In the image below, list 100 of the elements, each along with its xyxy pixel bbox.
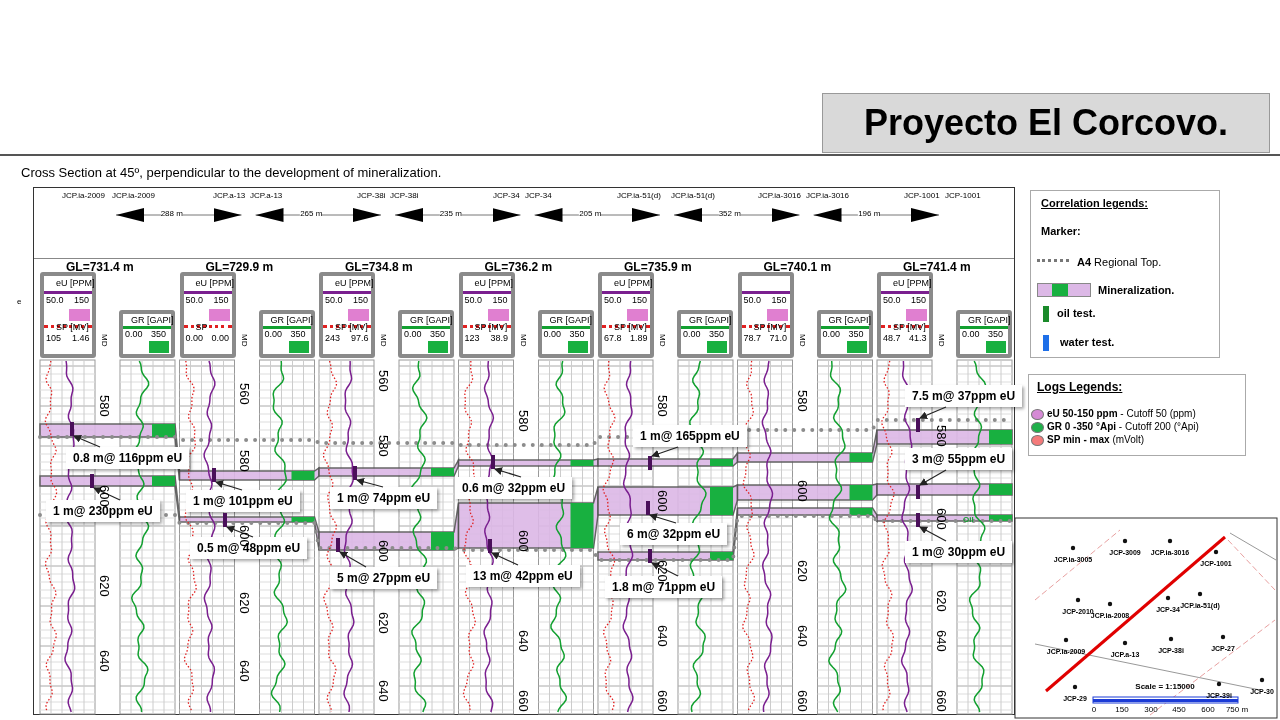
callout-label: 1 m@ 74ppm eU bbox=[330, 487, 438, 509]
sample-mark bbox=[488, 539, 492, 553]
header-text: SP [MV] bbox=[335, 323, 368, 332]
header-text: 38.9 bbox=[490, 334, 509, 343]
legend-text: Mineralization. bbox=[1098, 284, 1175, 296]
ground-level-label: GL=735.9 m bbox=[624, 261, 692, 273]
scale-tick-label: 450 bbox=[1172, 706, 1186, 714]
depth-number: 660 bbox=[795, 690, 809, 712]
leader-line bbox=[494, 467, 522, 478]
depth-axis-title: MD bbox=[797, 334, 806, 347]
depth-axis-title: MD bbox=[937, 334, 945, 347]
log-header-box bbox=[677, 310, 733, 358]
depth-number: 620 bbox=[656, 560, 669, 582]
depth-number: 640 bbox=[795, 625, 809, 647]
depth-number: 660 bbox=[656, 690, 669, 712]
sample-mark bbox=[90, 474, 94, 488]
log-header-box bbox=[737, 272, 794, 358]
sample-mark bbox=[491, 455, 495, 469]
depth-number: 640 bbox=[935, 630, 948, 652]
log-header-box bbox=[179, 272, 236, 358]
header-text: 50.0 bbox=[743, 296, 762, 305]
legend-text: A4 Regional Top. bbox=[1077, 256, 1162, 268]
stray-letter: e bbox=[17, 298, 22, 306]
header-text: SP [MV] bbox=[56, 323, 89, 332]
ground-level-label: GL=741.4 m bbox=[903, 261, 971, 273]
header-text: eU [PPM] bbox=[195, 279, 234, 288]
header-text: 0.00 bbox=[125, 330, 143, 339]
header-text: 350 bbox=[430, 330, 446, 339]
header-text: eU [PPM] bbox=[335, 279, 374, 288]
header-text: 350 bbox=[151, 330, 167, 339]
log-header-box bbox=[537, 310, 594, 358]
depth-number: 580 bbox=[516, 410, 530, 432]
header-text: GR [GAPI] bbox=[270, 316, 313, 325]
depth-axis-title: MD bbox=[518, 334, 527, 347]
header-text: 41.3 bbox=[909, 334, 927, 343]
depth-number: 580 bbox=[237, 450, 251, 472]
log-header-box bbox=[598, 272, 654, 358]
header-text: 48.7 bbox=[883, 334, 901, 343]
header-text: 150 bbox=[771, 296, 787, 305]
title-heading: Proyecto El Corcovo. bbox=[822, 93, 1270, 153]
header-text: 350 bbox=[290, 330, 306, 339]
scale-tick-label: 0 bbox=[1091, 706, 1097, 714]
header-text: 150 bbox=[911, 296, 927, 305]
well-name: JCP.a-13 bbox=[213, 192, 246, 200]
ground-level-label: GL=734.8 m bbox=[345, 261, 413, 273]
depth-number: 580 bbox=[98, 395, 111, 417]
header-text: 0.00 bbox=[264, 330, 283, 339]
header-text: 150 bbox=[353, 296, 369, 305]
depth-axis-title: MD bbox=[658, 334, 666, 347]
callout-label: 1 m@ 30ppm eU bbox=[905, 541, 1013, 563]
well-name: JCP.ia-3016 bbox=[806, 192, 849, 200]
distance-label: 205 m bbox=[579, 210, 602, 218]
leader-line bbox=[339, 551, 367, 568]
header-text: 150 bbox=[74, 296, 90, 305]
header-text: 1.46 bbox=[72, 334, 90, 343]
callout-label: 0.6 m@ 32ppm eU bbox=[455, 477, 573, 499]
callout-label: 3 m@ 55ppm eU bbox=[905, 448, 1013, 470]
sample-mark bbox=[353, 466, 357, 480]
header-text: 78.7 bbox=[743, 334, 762, 343]
depth-number: 560 bbox=[377, 370, 390, 392]
header-text: eU [PPM] bbox=[893, 279, 932, 288]
header-text: 67.8 bbox=[604, 334, 622, 343]
callout-label: 13 m@ 42ppm eU bbox=[466, 565, 580, 587]
map-scale-label: Scale = 1:15000 bbox=[1135, 683, 1195, 691]
leader-line bbox=[491, 552, 519, 566]
legend-heading: Correlation legends: bbox=[1041, 198, 1148, 209]
log-header-box bbox=[816, 310, 873, 358]
depth-number: 640 bbox=[656, 625, 669, 647]
legend-heading: Logs Legends: bbox=[1037, 381, 1123, 393]
header-text: 123 bbox=[464, 334, 480, 343]
depth-axis-title: MD bbox=[379, 334, 387, 347]
depth-number: 640 bbox=[516, 630, 530, 652]
log-header-box bbox=[319, 272, 375, 358]
header-text: 0.00 bbox=[185, 334, 204, 343]
legend-text: eU 50-150 ppm - Cutoff 50 (ppm) bbox=[1047, 408, 1196, 419]
ground-level-label: GL=731.4 m bbox=[66, 261, 134, 273]
scale-tick-label: 600 bbox=[1201, 706, 1215, 714]
leader-line bbox=[651, 446, 679, 458]
header-text: GR [GAPI] bbox=[549, 316, 592, 325]
callout-label: 6 m@ 32ppm eU bbox=[620, 523, 728, 545]
header-text: 350 bbox=[569, 330, 585, 339]
depth-number: 580 bbox=[656, 395, 669, 417]
well-name: JCP-1001 bbox=[904, 192, 940, 200]
distance-label: 196 m bbox=[858, 210, 881, 218]
log-header-box bbox=[956, 310, 1012, 358]
scale-tick-label: 150 bbox=[1115, 706, 1129, 714]
depth-number: 580 bbox=[935, 425, 948, 447]
depth-number: 620 bbox=[377, 612, 390, 634]
header-text: SP [MV] bbox=[474, 323, 508, 332]
depth-number: 600 bbox=[377, 540, 390, 562]
depth-axis-title: MD bbox=[100, 334, 108, 347]
well-name: JCP-34 bbox=[525, 192, 552, 200]
legend-heading: Marker: bbox=[1041, 226, 1081, 237]
sample-mark bbox=[223, 513, 227, 527]
leader-line bbox=[215, 480, 243, 491]
distance-label: 265 m bbox=[300, 210, 323, 218]
leader-line bbox=[919, 526, 947, 542]
legend-text: GR 0 -350 °Api - Cutoff 200 (°Api) bbox=[1047, 421, 1199, 432]
sample-mark bbox=[648, 456, 652, 470]
header-text: 71.0 bbox=[769, 334, 788, 343]
